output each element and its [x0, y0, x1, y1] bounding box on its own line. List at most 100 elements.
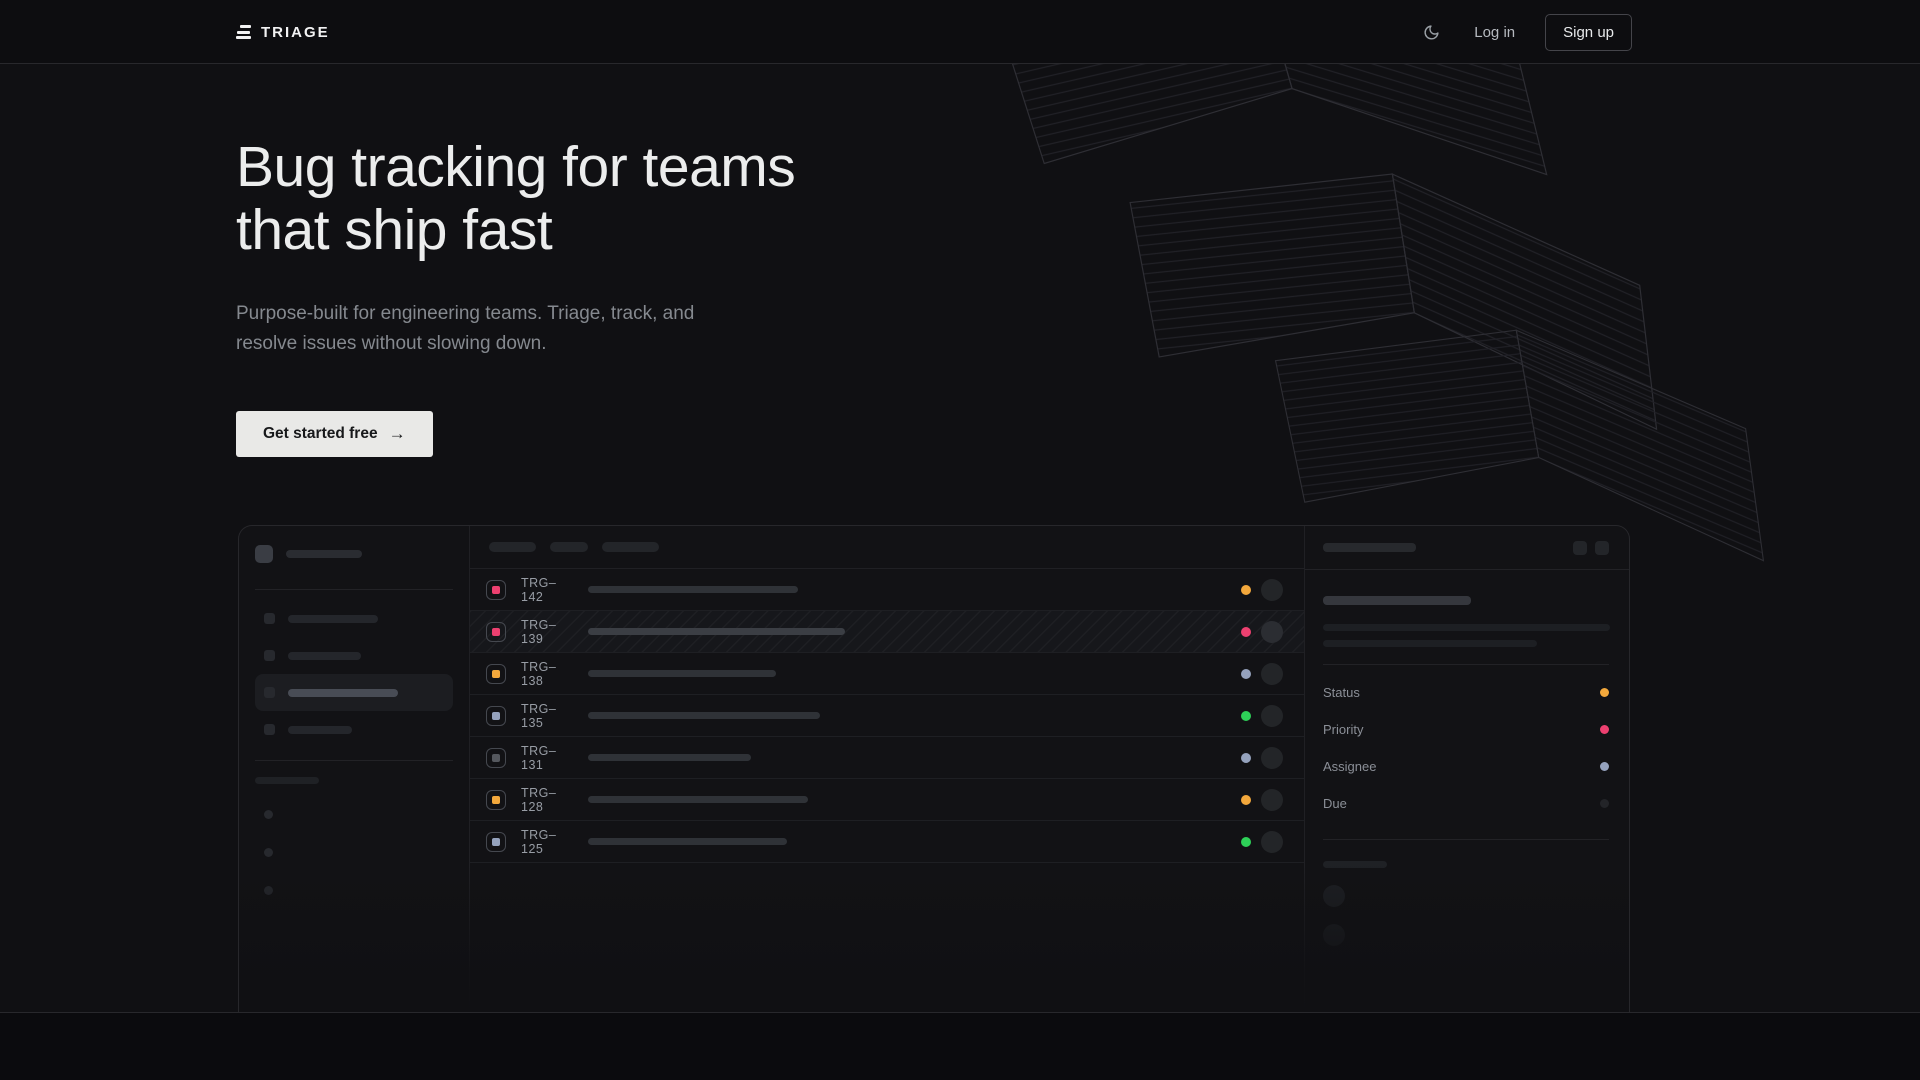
- detail-header: [1305, 526, 1629, 570]
- issue-row: TRG–131: [470, 737, 1304, 779]
- sidebar-nav-item-active: [255, 674, 453, 711]
- divider: [255, 589, 453, 590]
- field-value-dot: [1600, 799, 1609, 808]
- issue-type-icon: [486, 705, 506, 726]
- assignee-avatar: [1261, 662, 1283, 685]
- issue-title-skeleton: [588, 754, 751, 761]
- mockup-sidebar: [239, 526, 470, 1012]
- status-dot: [1241, 752, 1251, 763]
- status-dot: [1241, 794, 1251, 805]
- issue-row: TRG–125: [470, 821, 1304, 863]
- theme-toggle-button[interactable]: [1419, 20, 1444, 45]
- issue-title-skeleton: [588, 796, 808, 803]
- issue-row: TRG–138: [470, 653, 1304, 695]
- comments-label-skeleton: [1323, 861, 1387, 868]
- issue-id: TRG–128: [521, 785, 557, 814]
- detail-action-skeleton: [1595, 540, 1609, 555]
- moon-icon: [1424, 24, 1439, 39]
- assignee-avatar: [1261, 704, 1283, 727]
- issue-id: TRG–135: [521, 701, 557, 730]
- field-label: Status: [1323, 685, 1360, 700]
- field-value-dot: [1600, 762, 1609, 771]
- app-mockup: TRG–142 TRG–139 TRG–138 TRG–135: [238, 525, 1630, 1012]
- assignee-avatar: [1261, 578, 1283, 601]
- mockup-issue-list: TRG–142 TRG–139 TRG–138 TRG–135: [470, 526, 1305, 1012]
- divider: [1323, 664, 1609, 665]
- login-link[interactable]: Log in: [1474, 23, 1516, 41]
- issue-id: TRG–125: [521, 827, 557, 856]
- issue-type-icon: [486, 621, 506, 642]
- field-value-dot: [1600, 725, 1609, 734]
- issue-row: TRG–135: [470, 695, 1304, 737]
- issue-row-selected: TRG–139: [470, 611, 1304, 653]
- sidebar-nav-item: [255, 637, 453, 674]
- issue-title-skeleton: [588, 838, 787, 845]
- workspace-name-skeleton: [286, 550, 362, 558]
- triage-logo-icon: [236, 25, 251, 39]
- assignee-avatar: [1261, 830, 1283, 853]
- detail-field: Priority: [1323, 711, 1609, 748]
- divider: [255, 760, 453, 761]
- comment-avatar-skeleton: [1323, 924, 1345, 946]
- tab-skeleton: [550, 542, 588, 552]
- assignee-avatar: [1261, 620, 1283, 643]
- signup-button[interactable]: Sign up: [1545, 13, 1632, 51]
- field-value-dot: [1600, 688, 1609, 697]
- issue-row: TRG–128: [470, 779, 1304, 821]
- sidebar-nav-item: [255, 600, 453, 637]
- logo[interactable]: TRIAGE: [236, 24, 330, 41]
- issue-type-icon: [486, 579, 506, 600]
- detail-title-skeleton: [1323, 596, 1471, 605]
- arrow-right-icon: →: [388, 423, 406, 443]
- status-dot: [1241, 668, 1251, 679]
- field-label: Assignee: [1323, 759, 1377, 774]
- detail-action-skeleton: [1573, 540, 1587, 555]
- detail-header-skeleton: [1323, 543, 1416, 552]
- status-dot: [1241, 584, 1251, 595]
- sidebar-nav-item: [255, 711, 453, 748]
- site-header: TRIAGE Log in Sign up: [0, 0, 1920, 64]
- field-label: Priority: [1323, 722, 1364, 737]
- comment-avatar-skeleton: [1323, 885, 1345, 907]
- issue-title-skeleton: [588, 586, 798, 593]
- detail-field: Due: [1323, 785, 1609, 822]
- tab-skeleton: [602, 542, 659, 552]
- sidebar-dots: [264, 810, 453, 895]
- issue-type-icon: [486, 663, 506, 684]
- tab-skeleton: [489, 542, 536, 552]
- cta-label: Get started free: [263, 424, 378, 442]
- field-label: Due: [1323, 796, 1347, 811]
- issue-row: TRG–142: [470, 569, 1304, 611]
- hero-subtitle: Purpose-built for engineering teams. Tri…: [236, 302, 695, 354]
- issue-title-skeleton: [588, 670, 776, 677]
- issue-type-icon: [486, 831, 506, 852]
- issue-title-skeleton: [588, 712, 820, 719]
- issue-title-skeleton: [588, 628, 845, 635]
- mockup-detail-panel: Status Priority Assignee Due: [1305, 526, 1629, 1012]
- status-dot: [1241, 836, 1251, 847]
- detail-body-skeleton: [1323, 624, 1610, 631]
- detail-field: Assignee: [1323, 748, 1609, 785]
- assignee-avatar: [1261, 788, 1283, 811]
- list-header: [470, 526, 1304, 569]
- detail-field: Status: [1323, 674, 1609, 711]
- issue-id: TRG–142: [521, 575, 557, 604]
- issue-type-icon: [486, 747, 506, 768]
- next-section: [0, 1012, 1920, 1080]
- workspace-avatar-skeleton: [255, 545, 273, 563]
- section-label-skeleton: [255, 777, 319, 784]
- get-started-button[interactable]: Get started free →: [236, 410, 433, 457]
- issue-id: TRG–131: [521, 743, 557, 772]
- assignee-avatar: [1261, 746, 1283, 769]
- detail-body-skeleton: [1323, 640, 1537, 647]
- divider: [1323, 839, 1609, 840]
- issue-id: TRG–138: [521, 659, 557, 688]
- status-dot: [1241, 710, 1251, 721]
- issue-id: TRG–139: [521, 617, 557, 646]
- workspace-switcher-skeleton: [255, 539, 453, 569]
- issue-type-icon: [486, 789, 506, 810]
- logo-text: TRIAGE: [261, 23, 330, 41]
- status-dot: [1241, 626, 1251, 637]
